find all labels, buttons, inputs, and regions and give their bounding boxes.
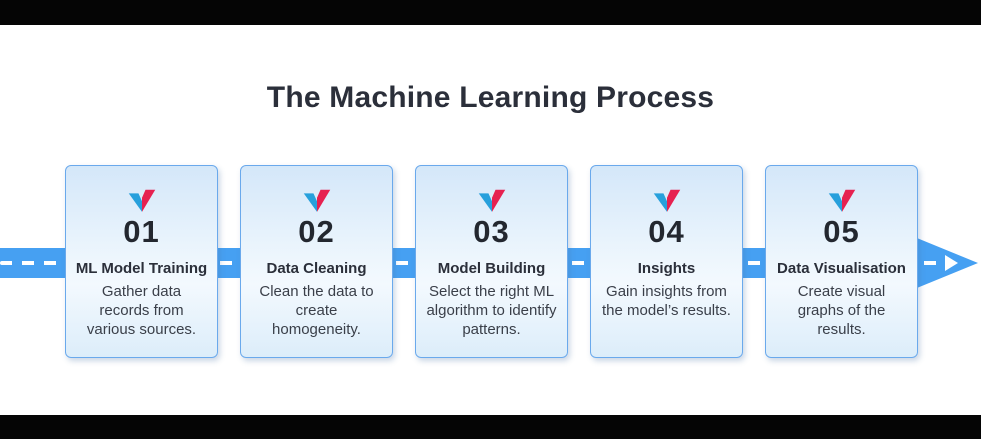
step-card-2: 02 Data Cleaning Clean the data to creat… xyxy=(240,165,393,358)
step-number: 04 xyxy=(648,214,685,249)
chevron-logo-icon xyxy=(128,189,155,212)
step-number: 03 xyxy=(473,214,510,249)
chevron-logo-icon xyxy=(828,189,855,212)
page-title: The Machine Learning Process xyxy=(266,81,715,114)
step-title: Insights xyxy=(637,260,696,277)
chevron-logo-icon xyxy=(478,189,505,212)
chevron-logo-icon xyxy=(303,189,330,212)
step-title: Data Cleaning xyxy=(266,260,367,277)
step-description: Create visual graphs of the results. xyxy=(797,283,886,338)
bottom-edge-bar xyxy=(0,415,981,439)
step-card-1: 01 ML Model Training Gather data records… xyxy=(65,165,218,358)
step-title: ML Model Training xyxy=(75,260,208,277)
step-description: Select the right ML algorithm to identif… xyxy=(426,283,557,338)
step-description: Gain insights from the model’s results. xyxy=(602,283,731,319)
step-number: 05 xyxy=(823,214,860,249)
flow-mini-arrow-icon xyxy=(945,255,958,271)
step-description: Gather data records from various sources… xyxy=(86,283,197,338)
step-number: 02 xyxy=(298,214,335,249)
top-edge-bar xyxy=(0,0,981,25)
step-title: Data Visualisation xyxy=(777,260,906,277)
step-title: Model Building xyxy=(437,260,546,277)
step-number: 01 xyxy=(123,214,160,249)
step-card-4: 04 Insights Gain insights from the model… xyxy=(590,165,743,358)
step-description: Clean the data to create homogeneity. xyxy=(259,283,374,338)
step-card-5: 05 Data Visualisation Create visual grap… xyxy=(765,165,918,358)
chevron-logo-icon xyxy=(653,189,680,212)
step-card-3: 03 Model Building Select the right ML al… xyxy=(415,165,568,358)
